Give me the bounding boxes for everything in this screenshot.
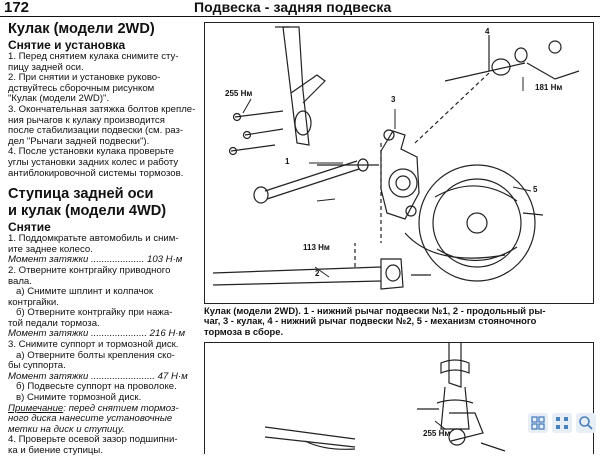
torque-spec: Момент затяжки .................... 103 … <box>8 254 183 266</box>
grid-icon <box>531 416 545 430</box>
callout-5: 5 <box>533 185 538 194</box>
text-line: дел "Рычаги задней подвески"). <box>8 135 150 147</box>
note-text: : перед снятием тормоз- <box>63 402 179 414</box>
figure-caption: Кулак (модели 2WD). 1 - нижний рычаг под… <box>204 305 596 337</box>
note-label: Примечание <box>8 402 64 414</box>
text-line: 2. Отверните контргайку приводного <box>8 264 171 276</box>
text-line: ка и биение ступицы. <box>8 445 103 456</box>
heading-hub-4wd-line2: и кулак (модели 4WD) <box>8 203 167 220</box>
text-line: ния рычагов к кулаку производится <box>8 114 165 126</box>
torque-spec: Момент затяжки ........................ … <box>8 370 188 382</box>
page-number: 172 <box>4 0 30 16</box>
figure-hub-4wd: 255 Нм <box>204 342 594 454</box>
caption-line: Кулак (модели 2WD). 1 - нижний рычаг под… <box>204 305 546 316</box>
text-line: 4. После установки кулака проверьте <box>8 146 174 158</box>
torque-spec: Момент затяжки ..................... 216… <box>8 328 186 340</box>
text-line: бы суппорта. <box>8 360 66 372</box>
heading-knuckle-2wd: Кулак (модели 2WD) <box>8 21 155 37</box>
text-line: вала. <box>8 275 32 287</box>
search-button[interactable] <box>576 413 596 433</box>
callout-4: 4 <box>485 27 490 36</box>
text-line: антиблокировочной системы тормозов. <box>8 167 184 179</box>
text-line: той педали тормоза. <box>8 317 100 329</box>
text-line: контргайки. <box>8 296 59 308</box>
subheading-removal: Снятие <box>8 220 51 235</box>
knuckle-assembly-drawing <box>212 26 580 290</box>
callout-2: 2 <box>315 269 320 278</box>
search-icon <box>579 416 593 430</box>
text-line: 3. Окончательная затяжка болтов крепле- <box>8 103 196 115</box>
note-line: ного диска нанесите установочные <box>8 413 173 425</box>
apps-icon <box>556 417 568 429</box>
torque-label-181: 181 Нм <box>535 83 563 92</box>
torque-label-113: 113 Нм <box>303 243 330 252</box>
text-line: а) Отверните болты крепления ско- <box>16 349 175 361</box>
figure-knuckle-2wd: 255 Нм 181 Нм 113 Нм 1 2 3 4 5 <box>204 22 594 304</box>
torque-label-255-hub: 255 Нм <box>423 429 451 438</box>
caption-line: чаг, 3 - кулак, 4 - нижний рычаг подвеск… <box>204 315 537 327</box>
text-line: пицу задней оси. <box>8 61 84 73</box>
callout-1: 1 <box>285 157 290 166</box>
text-line: 4. Проверьте осевой зазор подшипни- <box>8 434 178 446</box>
text-line: 2. При снятии и установке руково- <box>8 72 161 84</box>
procedure-list-2wd: 1. Перед снятием кулака снимите сту- пиц… <box>8 51 200 179</box>
text-line: 1. Перед снятием кулака снимите сту- <box>8 51 179 62</box>
text-line: а) Снимите шплинт и колпачок <box>16 286 154 298</box>
text-line: после стабилизации подвески (см. раз- <box>8 125 184 137</box>
text-line: "Кулак (модели 2WD)". <box>8 93 110 105</box>
text-line: углы установки задних колес и работу <box>8 156 179 168</box>
text-line: 1. Поддомкратьте автомобиль и сним- <box>8 233 179 245</box>
section-title: Подвеска - задняя подвеска <box>194 0 392 15</box>
torque-label-255: 255 Нм <box>225 89 253 98</box>
text-line: дствуйтесь сборочным рисунком <box>8 82 155 94</box>
subheading-removal-installation: Снятие и установка <box>8 38 126 52</box>
apps-button[interactable] <box>552 413 572 433</box>
text-line: 3. Снимите суппорт и тормозной диск. <box>8 339 179 351</box>
text-line: в) Снимите тормозной диск. <box>16 392 142 404</box>
caption-line: тормоза в сборе. <box>204 325 284 337</box>
note: Примечание: перед снятием тормоз- <box>8 402 200 415</box>
grid-view-button[interactable] <box>528 413 548 433</box>
procedure-list-4wd: 1. Поддомкратьте автомобиль и сним- ите … <box>8 234 200 456</box>
heading-hub-4wd-line1: Ступица задней оси <box>8 186 154 203</box>
hub-assembly-drawing <box>264 343 506 452</box>
note-line: метки на диск и ступицу. <box>8 423 125 435</box>
text-line: б) Отверните контргайку при нажа- <box>16 307 173 319</box>
page-header: 172 Подвеска - задняя подвеска <box>0 0 600 17</box>
text-column: Кулак (модели 2WD) Снятие и установка 1.… <box>8 22 200 457</box>
text-line: б) Подвесьте суппорт на проволоке. <box>16 381 177 393</box>
callout-3: 3 <box>391 95 396 104</box>
text-line: ите заднее колесо. <box>8 243 93 255</box>
